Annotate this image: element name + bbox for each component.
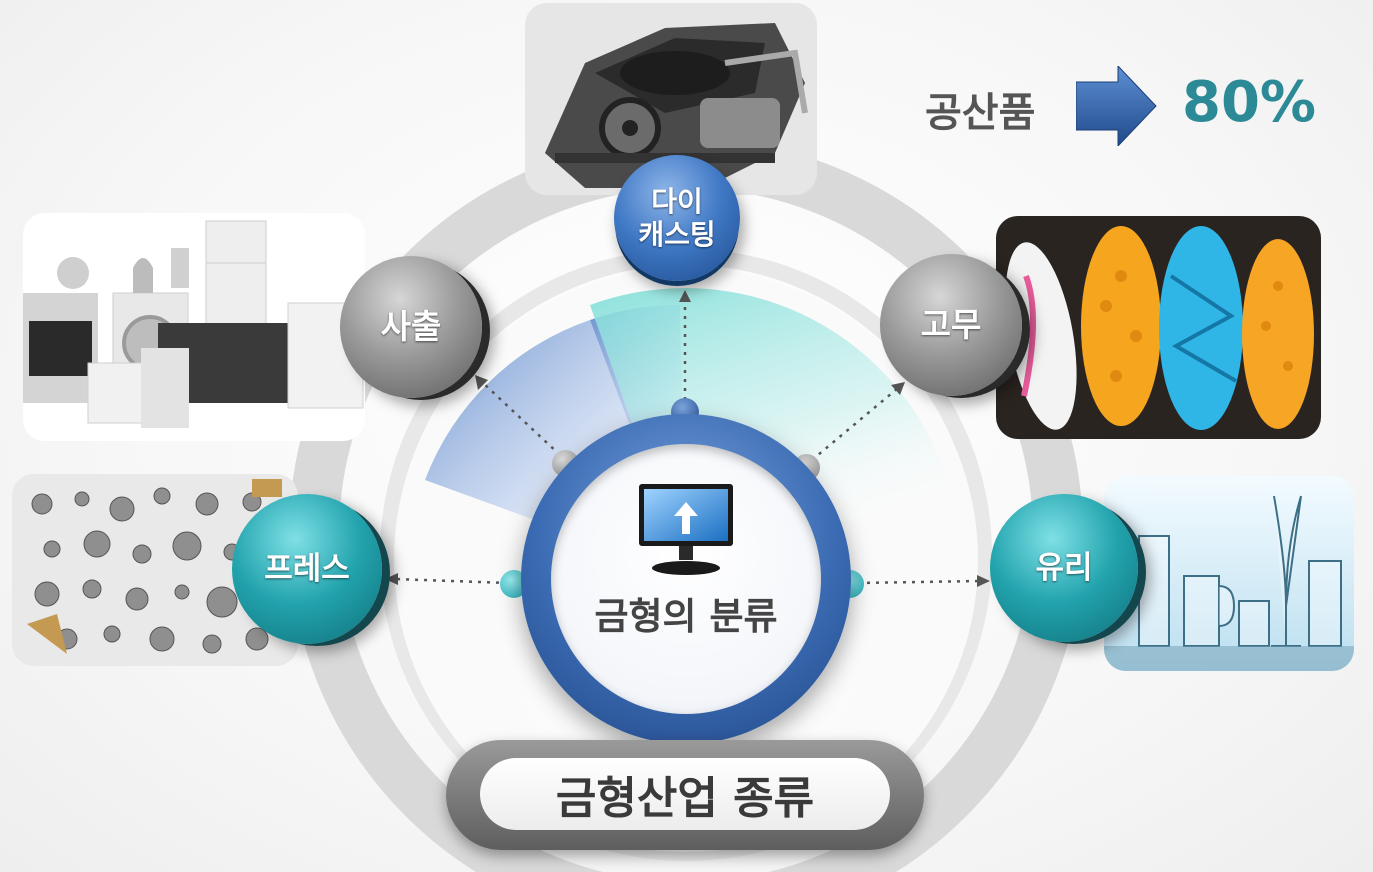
node-injection[interactable]: 사출 [340,256,482,398]
center-circle: 금형의 분류 [521,414,851,744]
right-arrow-icon [1076,66,1157,146]
connector-glass [857,579,981,585]
node-rubber-label: 고무 [920,304,982,344]
top-right-label: 공산품 [925,90,1036,136]
node-die-casting-line1: 다이 [651,184,703,218]
node-glass-label: 유리 [1035,549,1093,586]
shoe-soles-photo [996,216,1321,439]
node-press[interactable]: 프레스 [232,494,382,644]
glassware-photo [1104,476,1354,671]
monitor-upload-icon [639,484,733,575]
engine-photo [525,3,817,195]
connector-rubber [811,387,899,461]
bottom-pill-inner: 금형산업 종류 [480,758,890,830]
connector-press [394,577,509,585]
center-inner-disc: 금형의 분류 [551,444,821,714]
center-title: 금형의 분류 [594,595,778,638]
bottom-pill: 금형산업 종류 [446,740,924,850]
node-injection-label: 사출 [380,306,442,346]
node-die-casting[interactable]: 다이 캐스팅 [614,155,740,281]
node-rubber[interactable]: 고무 [880,254,1022,396]
bottom-label: 금형산업 종류 [555,773,815,824]
node-press-label: 프레스 [264,550,350,587]
node-glass[interactable]: 유리 [990,494,1138,642]
node-die-casting-line2: 캐스팅 [638,218,716,251]
top-right-value: 80% [1182,70,1317,135]
appliances-photo [23,213,365,441]
